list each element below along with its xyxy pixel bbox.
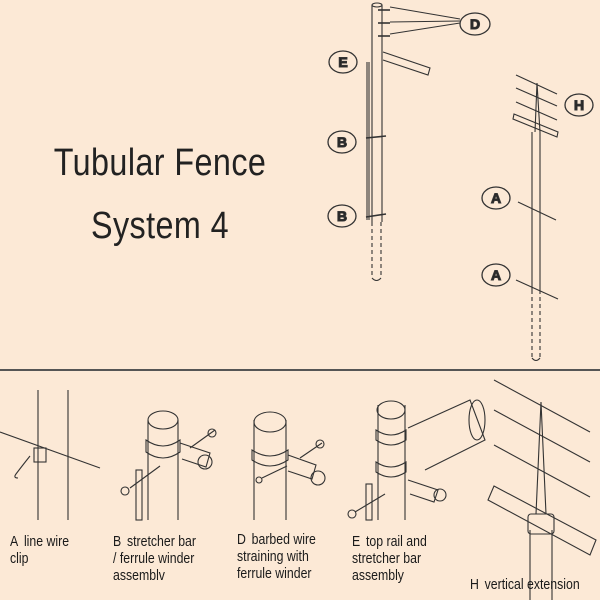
callout-B-lower: B — [327, 204, 357, 228]
title-line-1: Tubular Fence — [53, 142, 267, 184]
callout-B-upper: B — [327, 130, 357, 154]
callout-A-upper: A — [481, 186, 511, 210]
caption-letter: D — [237, 531, 246, 548]
svg-text:A: A — [491, 190, 501, 206]
caption-text: vertical extension — [484, 576, 580, 593]
svg-text:B: B — [337, 134, 347, 150]
svg-text:A: A — [491, 267, 501, 283]
detail-top-rail-assembly — [347, 399, 486, 521]
intermediate-post-illustration — [512, 74, 559, 362]
svg-text:B: B — [337, 208, 347, 224]
callout-A-lower: A — [481, 263, 511, 287]
detail-barbed-wire-straining — [251, 411, 326, 520]
detail-stretcher-bar — [120, 410, 217, 521]
section-divider — [0, 369, 600, 371]
detail-line-wire-clip — [0, 390, 101, 520]
caption-text: line wire clip — [10, 533, 70, 567]
caption-letter: B — [113, 533, 122, 550]
end-post-illustration — [365, 2, 461, 282]
caption-letter: H — [470, 576, 479, 593]
caption-letter: A — [10, 533, 19, 550]
caption-letter: E — [352, 533, 361, 550]
detail-vertical-extension — [487, 379, 597, 600]
svg-text:H: H — [574, 97, 584, 113]
svg-text:D: D — [470, 16, 480, 32]
callout-H: H — [564, 93, 594, 117]
callout-E: E — [328, 50, 358, 74]
caption-text: top rail and stretcher bar assembly — [352, 533, 427, 584]
callout-D: D — [459, 12, 491, 36]
svg-text:E: E — [338, 54, 347, 70]
caption-text: stretcher bar / ferrule winder assemblv — [113, 533, 196, 584]
title-line-2: System 4 — [90, 205, 230, 247]
caption-text: barbed wire straining with ferrule winde… — [237, 531, 316, 582]
